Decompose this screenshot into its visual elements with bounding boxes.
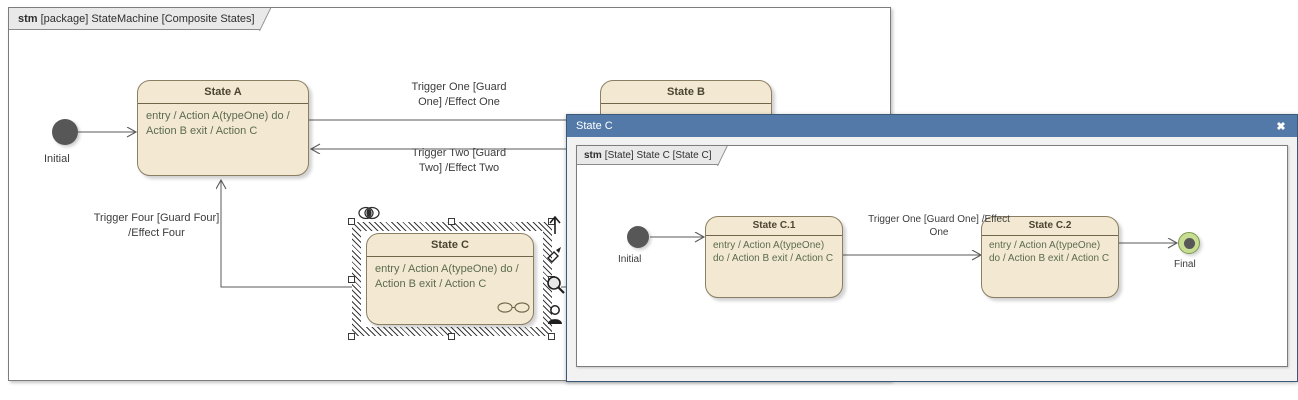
- inner-initial-label: Initial: [618, 254, 642, 265]
- inner-initial-pseudostate[interactable]: [627, 226, 649, 248]
- window-titlebar[interactable]: State C ✖: [567, 115, 1297, 137]
- initial-pseudostate-label: Initial: [44, 153, 70, 165]
- close-icon[interactable]: ✖: [1276, 120, 1286, 133]
- inner-transition-label[interactable]: Trigger One [Guard One] /Effect One: [868, 214, 1010, 238]
- state-node-state-a[interactable]: State A entry / Action A(typeOne) do / A…: [137, 80, 309, 176]
- resize-handle-se[interactable]: [548, 333, 555, 340]
- up-arrow-icon[interactable]: [545, 214, 565, 236]
- state-c2-body: entry / Action A(typeOne) do / Action B …: [989, 240, 1110, 264]
- inner-edges: [650, 146, 1289, 368]
- composite-state-badge-icon: [358, 206, 380, 220]
- quick-toolbar[interactable]: [544, 214, 566, 326]
- state-b-title: State B: [601, 81, 771, 104]
- state-c-body: entry / Action A(typeOne) do / Action B …: [375, 263, 519, 290]
- state-node-state-c2[interactable]: State C.2 entry / Action A(typeOne) do /…: [981, 216, 1119, 298]
- transition-label-trigger-four[interactable]: Trigger Four [Guard Four] /Effect Four: [93, 212, 220, 239]
- state-c-title: State C: [367, 234, 533, 257]
- resize-handle-n[interactable]: [448, 218, 455, 225]
- state-node-state-c1[interactable]: State C.1 entry / Action A(typeOne) do /…: [705, 216, 843, 298]
- resize-handle-nw[interactable]: [348, 218, 355, 225]
- state-node-state-c[interactable]: State C entry / Action A(typeOne) do / A…: [366, 233, 534, 325]
- window-title: State C: [576, 120, 613, 132]
- inner-frame-keyword: stm: [584, 149, 602, 161]
- state-a-body: entry / Action A(typeOne) do / Action B …: [146, 110, 290, 137]
- magnifier-icon[interactable]: [545, 274, 565, 296]
- diagram-frame-title: [package] StateMachine [Composite States…: [40, 12, 255, 25]
- final-state-node[interactable]: [1178, 232, 1200, 254]
- initial-pseudostate[interactable]: [52, 119, 78, 145]
- resize-handle-sw[interactable]: [348, 333, 355, 340]
- inner-frame-title: [State] State C [State C]: [604, 149, 712, 161]
- state-c2-title: State C.2: [982, 217, 1118, 236]
- composite-state-icon: [497, 302, 530, 313]
- inner-frame-label: stm [State] State C [State C]: [577, 146, 737, 165]
- final-state-core: [1183, 237, 1195, 249]
- resize-handle-s[interactable]: [448, 333, 455, 340]
- transition-label-trigger-one[interactable]: Trigger One [Guard One] /Effect One: [411, 81, 507, 108]
- person-icon[interactable]: [545, 304, 565, 326]
- diagram-frame-label: stm [package] StateMachine [Composite St…: [9, 8, 282, 30]
- diagram-frame-keyword: stm: [18, 12, 38, 25]
- quick-link-pen-icon[interactable]: [545, 244, 565, 266]
- transition-label-trigger-two[interactable]: Trigger Two [Guard Two] /Effect Two: [411, 147, 507, 174]
- state-c-diagram-frame: stm [State] State C [State C] Initial: [576, 145, 1288, 367]
- state-c1-body: entry / Action A(typeOne) do / Action B …: [713, 240, 834, 264]
- state-c1-title: State C.1: [706, 217, 842, 236]
- resize-handle-w[interactable]: [348, 276, 355, 283]
- final-state-label: Final: [1174, 259, 1196, 270]
- state-a-title: State A: [138, 81, 308, 104]
- state-c-window[interactable]: State C ✖ stm [State] State C [State C]: [566, 114, 1298, 382]
